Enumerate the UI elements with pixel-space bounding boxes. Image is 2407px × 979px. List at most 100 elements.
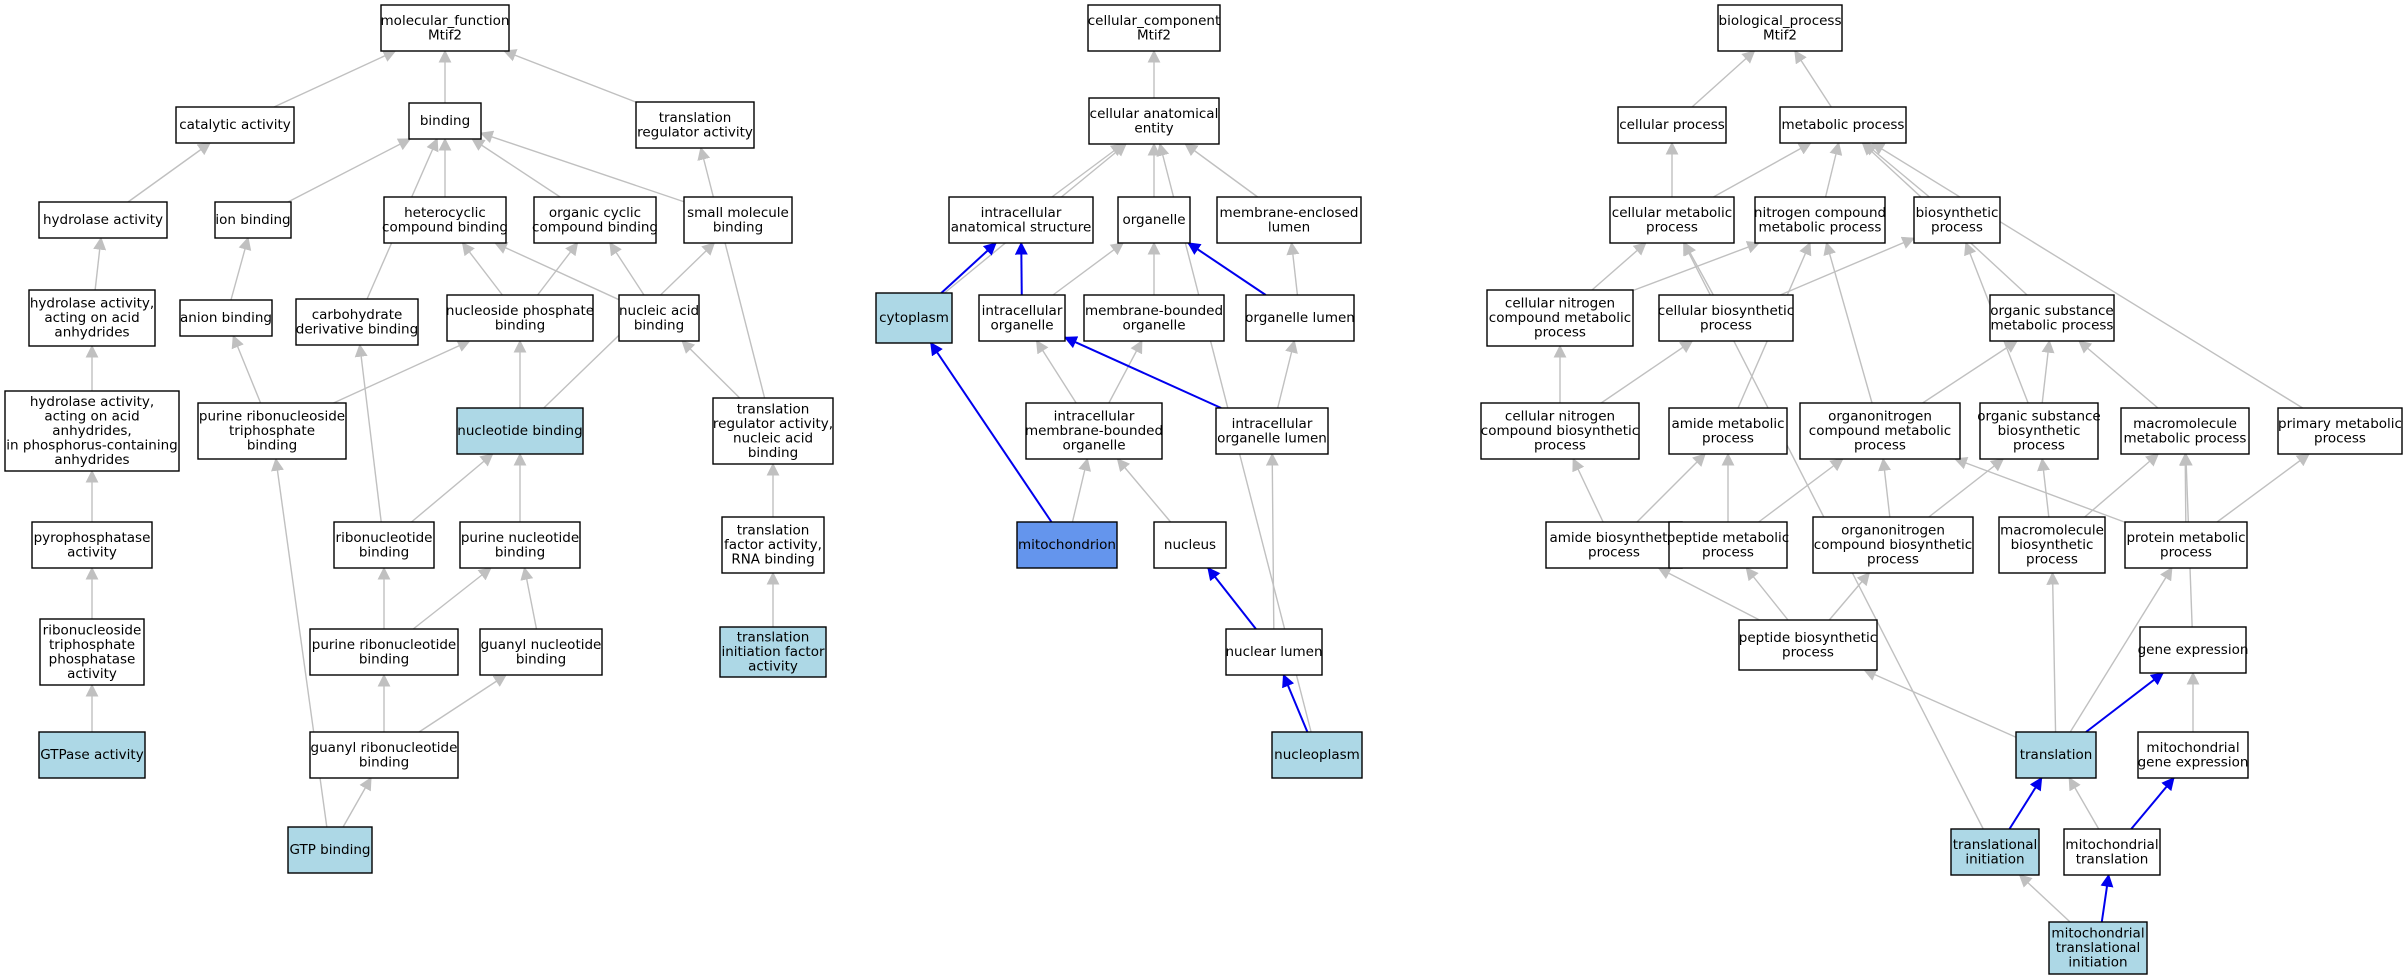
node-ion-binding[interactable]: ion binding bbox=[214, 201, 292, 239]
node-gene-expression[interactable]: gene expression bbox=[2138, 626, 2249, 674]
node-label-line: anion binding bbox=[180, 310, 272, 326]
node-label-line: phosphatase bbox=[49, 651, 136, 667]
node-gtpase[interactable]: GTPase activity bbox=[38, 731, 146, 779]
node-label-line: process bbox=[1700, 317, 1752, 333]
node-label-line: ion binding bbox=[215, 212, 290, 228]
node-label-line: translational bbox=[1953, 837, 2038, 853]
node-label-line: activity bbox=[748, 659, 798, 675]
node-box bbox=[1153, 521, 1227, 569]
node-label-line: process bbox=[1854, 438, 1906, 454]
node-metabolic-process[interactable]: metabolic process bbox=[1779, 106, 1907, 144]
node-binding[interactable]: binding bbox=[408, 102, 482, 140]
node-label-line: translation bbox=[737, 401, 810, 417]
node-box bbox=[1216, 196, 1362, 244]
node-label-line: RNA binding bbox=[731, 552, 814, 568]
node-anion-binding[interactable]: anion binding bbox=[179, 299, 273, 337]
node-box bbox=[978, 294, 1066, 342]
node-catalytic[interactable]: catalytic activity bbox=[175, 106, 295, 144]
node-nucleoplasm[interactable]: nucleoplasm bbox=[1271, 731, 1363, 779]
node-label-line: purine nucleotide bbox=[461, 530, 579, 546]
node-cytoplasm[interactable]: cytoplasm bbox=[875, 292, 953, 344]
node-hydro-acid[interactable]: hydrolase activity,acting on acidanhydri… bbox=[28, 289, 156, 347]
node-organelle-lumen[interactable]: organelle lumen bbox=[1245, 294, 1355, 342]
node-label-line: triphosphate bbox=[49, 637, 135, 653]
node-box bbox=[446, 294, 594, 342]
edge-mito_transl_init-to-transl_initiation bbox=[2018, 874, 2071, 923]
node-box bbox=[875, 292, 953, 344]
node-label-line: binding bbox=[634, 317, 684, 333]
node-box bbox=[1668, 521, 1788, 569]
node-nuclear-lumen[interactable]: nuclear lumen bbox=[1225, 628, 1323, 676]
edge-hydrolase-to-catalytic bbox=[127, 142, 212, 203]
node-hydro-phos[interactable]: hydrolase activity,acting on acidanhydri… bbox=[4, 390, 180, 472]
node-hydrolase[interactable]: hydrolase activity bbox=[38, 201, 168, 239]
node-box bbox=[1016, 521, 1118, 569]
node-organelle[interactable]: organelle bbox=[1117, 196, 1191, 244]
node-rnstp-phosphatase[interactable]: ribonucleosidetriphosphatephosphataseact… bbox=[39, 618, 145, 686]
node-gtp-binding[interactable]: GTP binding bbox=[287, 826, 373, 874]
node-mitochondrion[interactable]: mitochondrion bbox=[1016, 521, 1118, 569]
node-cellular-process[interactable]: cellular process bbox=[1617, 106, 1727, 144]
edge-gtp_binding-to-guanyl_ribonucleotide bbox=[342, 776, 372, 828]
node-nucleotide-binding[interactable]: nucleotide binding bbox=[456, 407, 584, 455]
node-box bbox=[2048, 921, 2148, 975]
node-nucleus[interactable]: nucleus bbox=[1153, 521, 1227, 569]
edge-mitochondrion-to-cytoplasm bbox=[930, 341, 1053, 523]
node-label-line: small molecule bbox=[687, 205, 789, 221]
node-label-line: nuclear lumen bbox=[1225, 644, 1322, 660]
node-translation[interactable]: translation bbox=[2015, 731, 2097, 779]
node-label-line: compound binding bbox=[532, 219, 658, 235]
node-label-line: translation bbox=[659, 110, 732, 126]
